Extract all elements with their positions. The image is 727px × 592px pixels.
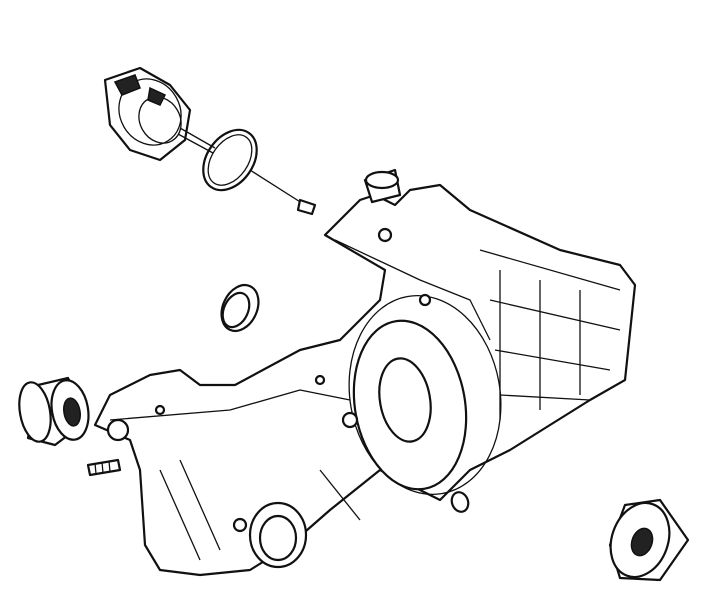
bearing-right-icon — [608, 498, 690, 582]
sleeve-icon — [450, 491, 470, 513]
bolt-icon — [86, 458, 122, 477]
crankcase-icon — [93, 168, 637, 577]
bearing-left-icon — [18, 376, 90, 447]
o-ring-icon — [202, 128, 258, 192]
oil-pump-icon — [103, 66, 216, 162]
shaft-seal-icon — [220, 283, 260, 333]
pickup-line-icon — [249, 169, 317, 216]
